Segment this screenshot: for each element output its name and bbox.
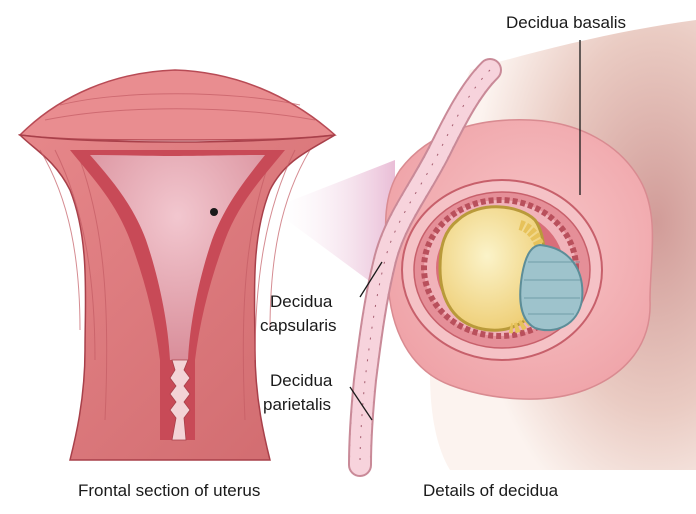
- label-decidua-capsularis-line2: capsularis: [260, 315, 337, 336]
- implantation-site-marker: [210, 208, 218, 216]
- label-decidua-parietalis-line2: parietalis: [263, 394, 331, 415]
- label-decidua-basalis: Decidua basalis: [506, 12, 626, 33]
- label-decidua-parietalis-line1: Decidua: [270, 370, 332, 391]
- caption-frontal-section: Frontal section of uterus: [78, 480, 260, 501]
- caption-details-of-decidua: Details of decidua: [423, 480, 558, 501]
- label-decidua-capsularis-line1: Decidua: [270, 291, 332, 312]
